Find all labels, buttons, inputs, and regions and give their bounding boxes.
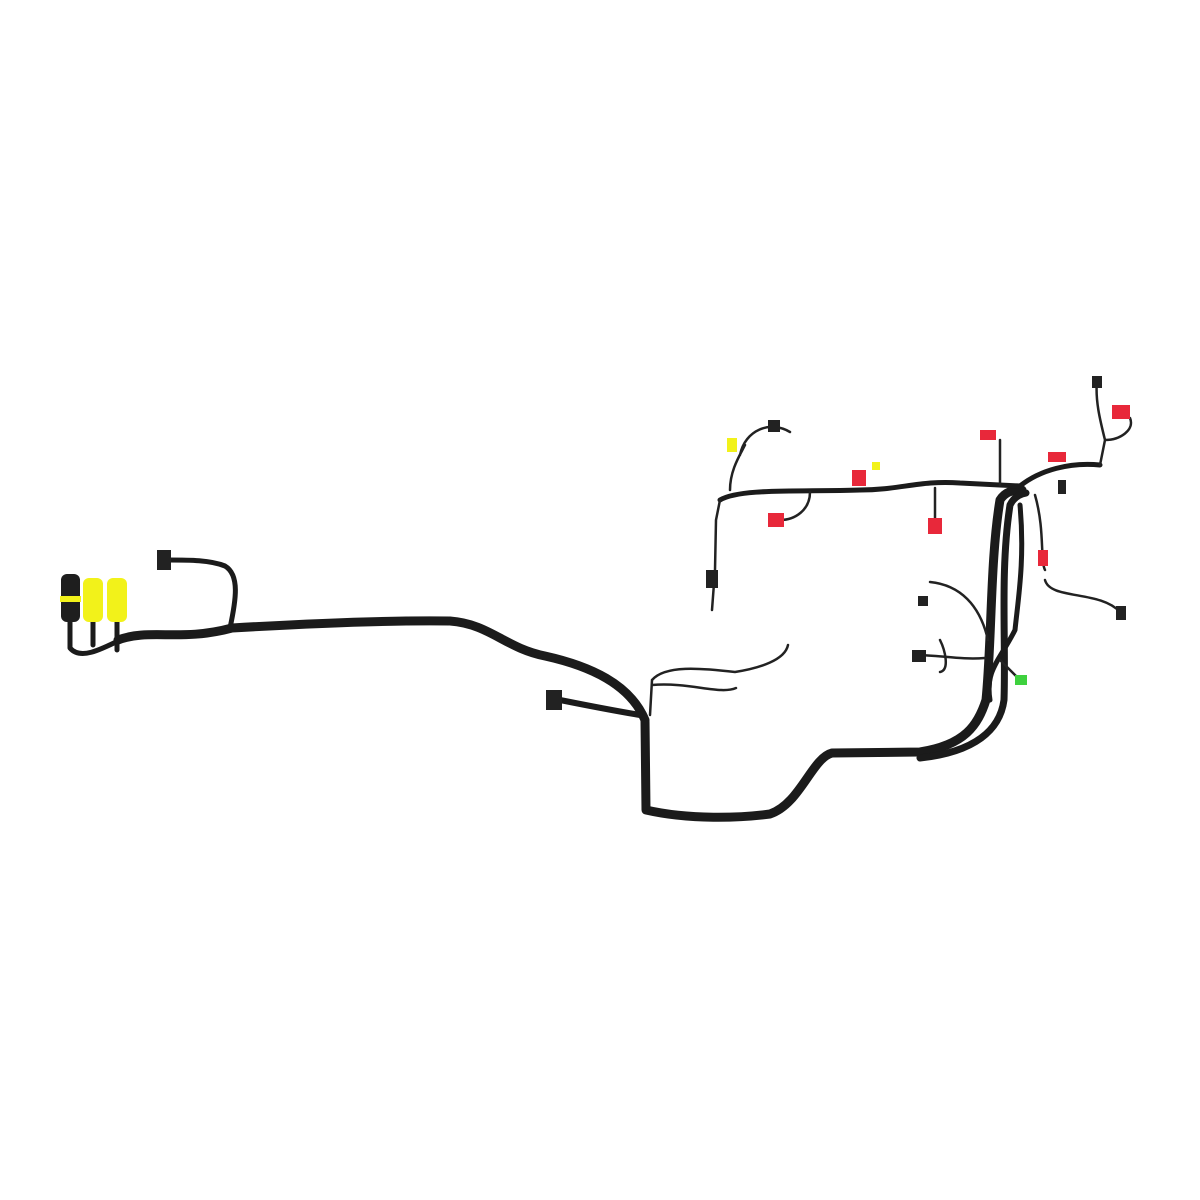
green-connector bbox=[1015, 675, 1027, 685]
secondary-trunk bbox=[916, 489, 1030, 762]
inner-branch bbox=[986, 502, 1025, 703]
main-trunk bbox=[113, 485, 1027, 822]
black-connector bbox=[157, 550, 171, 570]
red-connector bbox=[852, 470, 866, 486]
black-connector bbox=[546, 690, 562, 710]
yellow-connector bbox=[872, 462, 880, 470]
left-branch bbox=[67, 617, 123, 656]
black-connector bbox=[706, 570, 718, 588]
black-connector bbox=[912, 650, 926, 662]
red-connector bbox=[768, 513, 784, 527]
red-connector bbox=[1112, 405, 1130, 419]
red-connector bbox=[928, 518, 942, 534]
black-connector bbox=[768, 420, 780, 432]
yellow-band bbox=[60, 596, 81, 602]
black-connector bbox=[1116, 606, 1126, 620]
middle-connector-branch bbox=[557, 697, 643, 718]
black-connector bbox=[918, 596, 928, 606]
red-connector bbox=[1048, 452, 1066, 462]
red-connector bbox=[980, 430, 996, 440]
upper-left-branch bbox=[165, 557, 238, 631]
black-connector bbox=[1092, 376, 1102, 388]
middle-wire bbox=[648, 643, 790, 717]
top-harness bbox=[717, 461, 1103, 503]
yellow-round-connector bbox=[107, 578, 127, 622]
yellow-round-connector bbox=[83, 578, 103, 622]
yellow-connector bbox=[727, 438, 737, 452]
branch-wires bbox=[710, 378, 1133, 682]
black-connector bbox=[1058, 480, 1066, 494]
red-connector bbox=[1038, 550, 1048, 566]
